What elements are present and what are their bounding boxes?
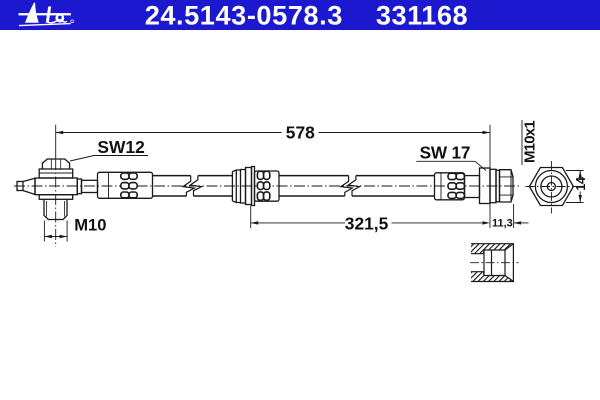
- svg-text:SW 17: SW 17: [420, 142, 471, 162]
- svg-text:11,3: 11,3: [492, 218, 513, 230]
- svg-text:578: 578: [286, 122, 315, 142]
- svg-text:M10: M10: [74, 216, 106, 235]
- svg-text:331168: 331168: [376, 0, 468, 31]
- svg-text:14: 14: [574, 177, 588, 191]
- svg-text:SW12: SW12: [97, 137, 144, 157]
- svg-text:M10x1: M10x1: [521, 121, 538, 163]
- svg-text:321,5: 321,5: [345, 213, 389, 233]
- svg-text:24.5143-0578.3: 24.5143-0578.3: [145, 0, 343, 31]
